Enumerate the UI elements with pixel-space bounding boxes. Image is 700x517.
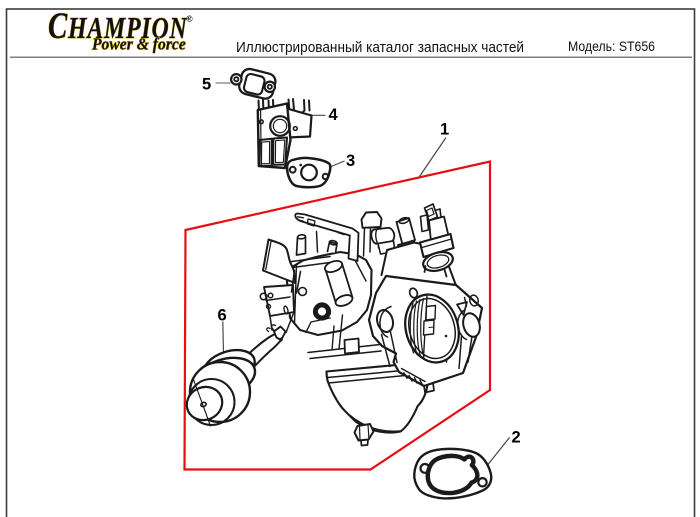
svg-text:Power & force: Power & force bbox=[91, 34, 186, 54]
svg-text:®: ® bbox=[186, 14, 193, 24]
svg-text:CHAMPION: CHAMPION bbox=[48, 6, 188, 47]
svg-text:4: 4 bbox=[329, 106, 339, 124]
svg-text:6: 6 bbox=[218, 307, 227, 325]
svg-text:5: 5 bbox=[202, 76, 211, 94]
svg-text:Иллюстрированный каталог запас: Иллюстрированный каталог запасных частей bbox=[236, 39, 524, 56]
svg-text:2: 2 bbox=[512, 429, 521, 447]
svg-text:Модель: ST656: Модель: ST656 bbox=[568, 38, 655, 54]
svg-text:1: 1 bbox=[440, 121, 449, 139]
svg-text:3: 3 bbox=[346, 152, 355, 170]
